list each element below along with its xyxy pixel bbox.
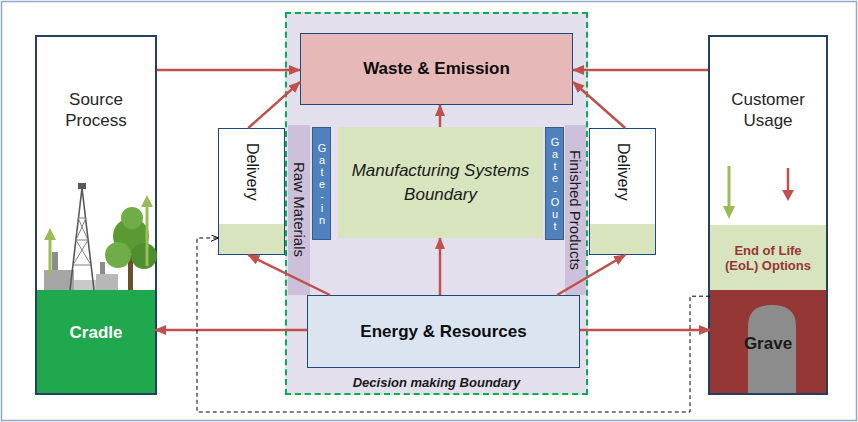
flow-arrow [580, 329, 710, 332]
system-box: Manufacturing Systems Boundary [338, 127, 543, 238]
flow-arrow [557, 255, 625, 295]
input-band: Raw Materials [288, 125, 310, 295]
flow-arrow [155, 329, 307, 332]
gate-bar: Gate-Out [545, 127, 564, 240]
source-box: Source ProcessCradle [35, 35, 157, 395]
node-label: Delivery [614, 143, 632, 201]
node-label: Raw Materials [291, 162, 308, 257]
node-label: Customer Usage [723, 89, 813, 131]
flow-arrow [573, 82, 625, 128]
node-label: Gate-Out [549, 136, 560, 232]
node-label: Cradle [70, 323, 123, 343]
flow-arrow [439, 105, 442, 127]
gate-bar: Gate-in [312, 127, 331, 240]
node-label: Delivery [243, 143, 261, 201]
waste-box: Waste & Emission [300, 33, 573, 105]
resource-box: Energy & Resources [307, 295, 580, 368]
node-label: End of Life (EoL) Options [725, 243, 811, 273]
node-label: Grave [744, 334, 792, 354]
node-label: Finished Products [567, 150, 584, 270]
node-label: Manufacturing Systems Boundary [343, 159, 539, 207]
node-label: Decision making Boundary [353, 375, 521, 390]
cradle-band: Cradle [37, 290, 155, 393]
plant-illustration [44, 183, 118, 290]
flow-arrow [248, 82, 300, 128]
feedback-line [197, 238, 710, 412]
delivery-box: Delivery [218, 128, 285, 255]
node-label: Gate-in [316, 142, 327, 226]
customer-box: Customer UsageEnd of Life (EoL) OptionsG… [708, 35, 828, 395]
flow-arrow [248, 255, 330, 295]
eol-band: End of Life (EoL) Options [710, 225, 826, 290]
node-label: Source Process [51, 89, 141, 131]
delivery-box: Delivery [589, 128, 656, 255]
tombstone [748, 305, 796, 393]
tree-illustration [105, 207, 157, 290]
flow-arrow [573, 69, 708, 72]
boundary-region: Decision making Boundary Waste & Emission… [285, 12, 588, 395]
node-label: Energy & Resources [360, 322, 526, 342]
flow-arrow [439, 238, 442, 295]
node-label: Waste & Emission [363, 59, 510, 79]
usage-arrow [723, 166, 794, 219]
flow-arrow [157, 69, 300, 72]
growth-arrow [44, 195, 153, 275]
output-band: Finished Products [565, 125, 586, 295]
grave-band: Grave [710, 290, 826, 393]
